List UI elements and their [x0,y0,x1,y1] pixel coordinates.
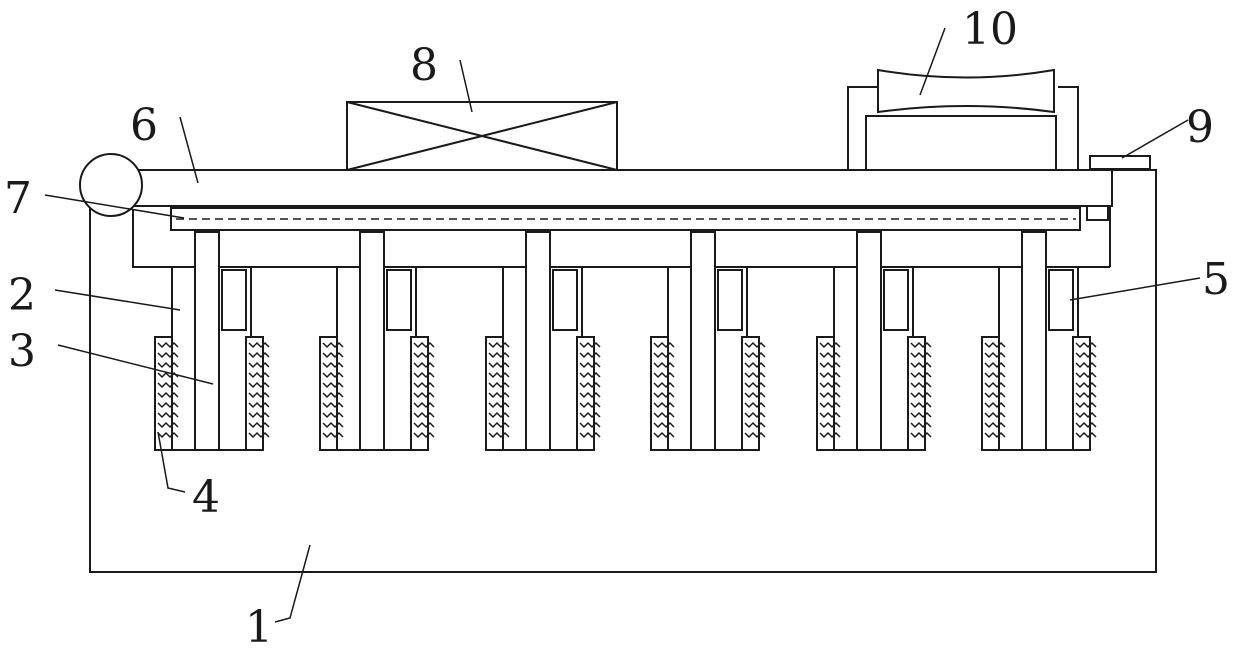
column-group [155,232,1096,450]
label-2: 2 [8,270,36,321]
column-rod [526,232,550,450]
label-1: 1 [245,602,273,651]
label-8: 8 [410,40,438,91]
column-rod [857,232,881,450]
column-rod [691,232,715,450]
label-10: 10 [962,4,1018,55]
label-7: 7 [4,173,32,224]
column-upper-block [884,270,908,330]
top-beam [128,170,1112,206]
fan-housing [848,70,1078,170]
column-upper-block [387,270,411,330]
label-6: 6 [130,100,158,151]
roller-circle [80,154,142,216]
side-block [1087,205,1108,220]
label-4: 4 [192,472,220,523]
column-upper-block [1049,270,1073,330]
column-rod [360,232,384,450]
column-upper-block [718,270,742,330]
leader-9 [1122,120,1188,158]
column-rod [1022,232,1046,450]
label-3: 3 [8,326,36,377]
column-upper-block [553,270,577,330]
leader-2 [55,290,180,310]
label-9: 9 [1186,102,1214,153]
leader-1 [275,545,310,622]
label-5: 5 [1202,254,1230,305]
switch-button [1090,156,1150,169]
leader-5 [1070,278,1200,300]
column-rod [195,232,219,450]
filter-strip [171,208,1080,230]
crossed-box [347,102,617,170]
column-upper-block [222,270,246,330]
